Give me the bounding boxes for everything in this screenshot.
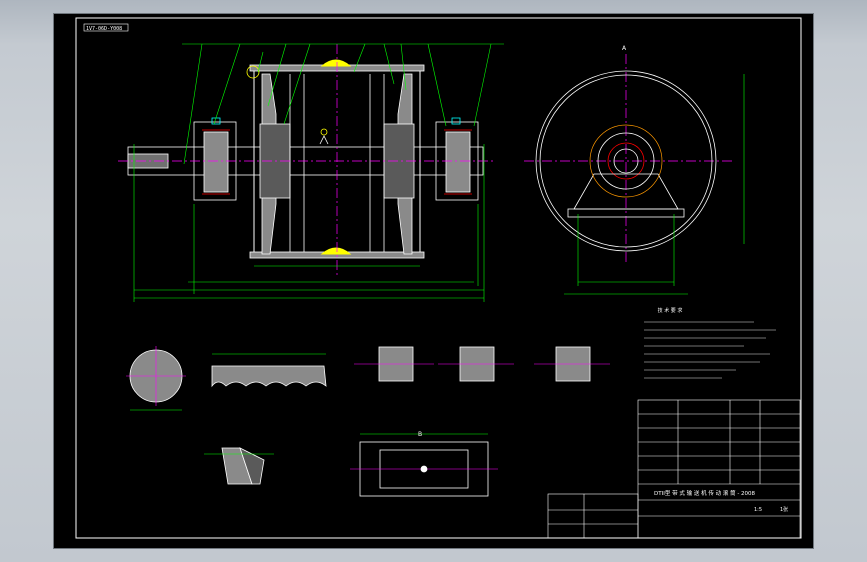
weld-hatch-marks: [246, 59, 352, 255]
drawing-canvas[interactable]: 1V7-06D-Y008: [54, 14, 813, 548]
drum-section-view: [127, 64, 484, 259]
weld-groove-detail: [204, 447, 274, 485]
bore-circle: [607, 142, 645, 180]
housing-variant-views: [354, 346, 610, 382]
bearing-seat-plan-view: [350, 433, 498, 497]
title-block-drawing-title: DTII型 带 式 输 送 机 传 动 滚 筒 - 2008: [654, 489, 756, 497]
hub-circle: [597, 132, 655, 190]
left-bearing: [203, 131, 229, 193]
shaft-cross-section: [126, 346, 186, 411]
side-view-dimensions: [564, 74, 745, 295]
section-label-b: B: [418, 431, 422, 438]
title-block-sheet: 1张: [780, 506, 788, 513]
bearing-block-foot: [567, 208, 685, 218]
roughness-symbol-icon: [319, 135, 329, 145]
detail-circle: [246, 65, 260, 79]
right-bearing: [445, 131, 471, 193]
section-label-a: A: [622, 45, 627, 52]
title-block-scale: 1:5: [754, 507, 762, 513]
drawing-border: [75, 17, 802, 539]
corner-tag-text: 1V7-06D-Y008: [86, 26, 122, 32]
technical-requirements-notes: 技 术 要 求: [644, 307, 776, 379]
dimension-lines: [133, 43, 504, 302]
title-block: [547, 399, 801, 539]
lagging-profile-section: [211, 353, 327, 388]
corner-tag-box: [83, 23, 129, 32]
centerlines: [118, 44, 734, 276]
drum-outer-circle: [535, 70, 717, 252]
svg-text:技 术 要 求: 技 术 要 求: [658, 307, 683, 314]
datum-marker-icon: [320, 128, 328, 136]
drawing-viewport[interactable]: 1V7-06D-Y008: [54, 14, 813, 548]
drum-side-view: [535, 70, 717, 252]
